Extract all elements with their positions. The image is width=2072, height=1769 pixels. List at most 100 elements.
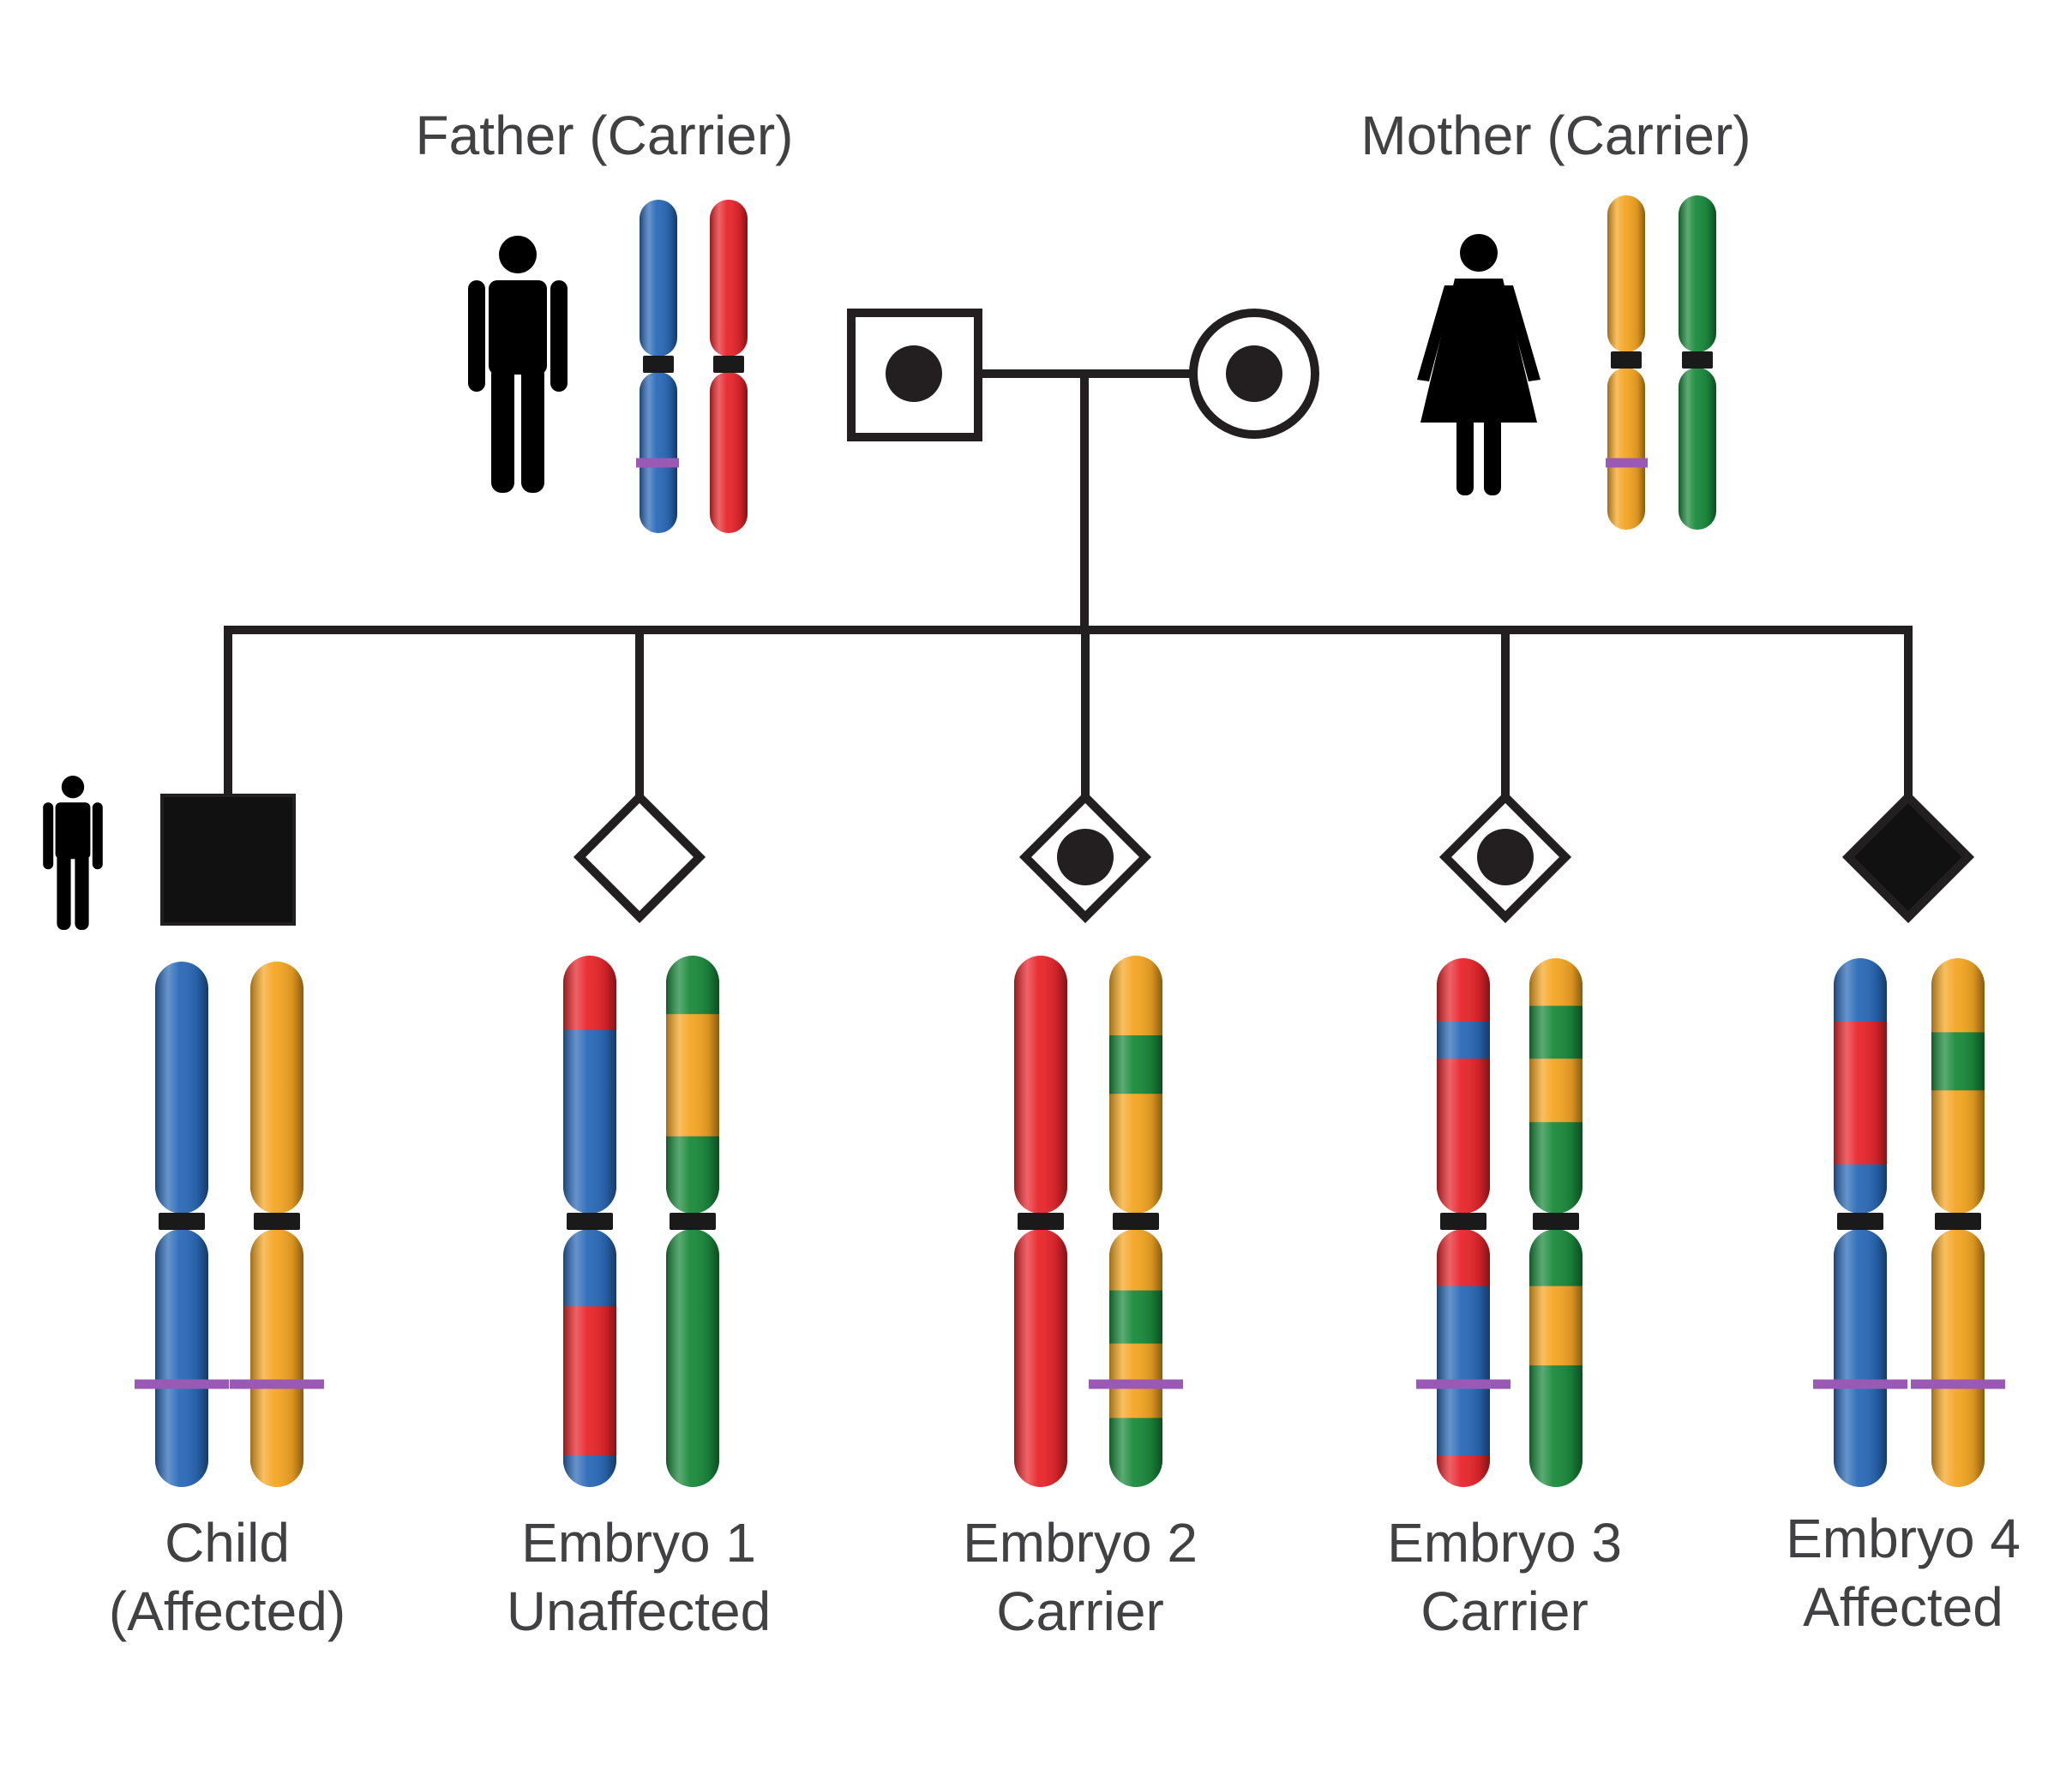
embryo3-chromosome-2-centromere — [1533, 1213, 1579, 1230]
embryo1-chromosome-1-arm-q — [563, 1229, 616, 1487]
father-person-icon-head — [499, 236, 537, 273]
child-label-line2: (Affected) — [108, 1580, 346, 1642]
embryo2-label-line1: Embryo 2 — [963, 1512, 1198, 1574]
child-chromosome-1-arm-q — [155, 1229, 208, 1487]
father-person-icon-torso — [489, 280, 547, 375]
father-chromosome-2-arm-p — [710, 200, 748, 357]
embryo2-chromosome-1-shading — [1014, 1229, 1067, 1487]
father-square-symbol — [847, 309, 982, 441]
embryo1-chromosome-1-shading — [563, 956, 616, 1214]
mother-chromosome-2-shading — [1679, 195, 1716, 352]
mother-chromosome-1-arm-p — [1607, 195, 1645, 352]
child-square-symbol — [160, 794, 296, 926]
father-person-icon — [468, 236, 568, 493]
child-chromosome-2-shading — [250, 1229, 303, 1487]
mother-chromosome-2 — [1679, 195, 1716, 530]
mother-person-icon-leg-left — [1456, 414, 1474, 495]
embryo1-chromosome-2-arm-q — [666, 1229, 719, 1487]
mother-chromosome-1-shading — [1607, 195, 1645, 352]
embryo2-chromosome-2-centromere — [1113, 1213, 1159, 1230]
mother-chromosome-2-shading — [1679, 368, 1716, 530]
embryo3-chromosome-2-shading — [1529, 1229, 1583, 1487]
child-person-icon-head — [61, 776, 85, 799]
child-chromosome-2-arm-p — [250, 962, 303, 1214]
father-person-icon-arm-right — [550, 280, 568, 392]
embryo4-chromosome-1-shading — [1834, 1229, 1887, 1487]
embryo3-chromosome-2-shading — [1529, 958, 1583, 1214]
embryo1-label-line2: Unaffected — [506, 1580, 772, 1642]
father-chromosome-2-shading — [710, 372, 748, 533]
child-person-icon — [43, 776, 103, 930]
embryo4-chromosome-2-arm-q — [1931, 1229, 1985, 1487]
father-chromosome-1-arm-p — [640, 200, 677, 357]
embryo3-chromosome-1-shading — [1437, 958, 1490, 1214]
mother-person-icon-head — [1460, 234, 1498, 272]
embryo2-label-line2: Carrier — [996, 1580, 1164, 1642]
father-chromosome-1-shading — [640, 200, 677, 357]
embryo3-carrier-dot — [1477, 829, 1534, 885]
mother-carrier-dot — [1226, 345, 1282, 402]
father-chromosome-1-arm-q — [640, 372, 677, 533]
embryo4-chromosome-1-centromere — [1837, 1213, 1883, 1230]
father-chromosome-1-centromere — [643, 356, 674, 373]
child-chromosome-1-arm-p — [155, 962, 208, 1214]
mother-chromosome-1-shading — [1607, 368, 1645, 530]
child-person-icon-arm-left — [43, 802, 54, 870]
embryo2-chromosome-1-arm-p — [1014, 956, 1067, 1214]
embryo2-chromosome-2-arm-p — [1109, 956, 1162, 1214]
child-chromosome-1 — [155, 962, 208, 1487]
embryo1-chromosome-1-arm-p — [563, 956, 616, 1214]
embryo3-chromosome-1-shading — [1437, 1229, 1490, 1487]
child-chromosome-2-shading — [250, 962, 303, 1214]
embryo4-chromosome-2-shading — [1931, 1229, 1985, 1487]
embryo4-chromosome-2-arm-p — [1931, 958, 1985, 1214]
embryo1-chromosome-1 — [563, 956, 616, 1487]
embryo2-chromosome-1-arm-q — [1014, 1229, 1067, 1487]
embryo2-chromosome-1 — [1014, 956, 1067, 1487]
embryo2-chromosome-2 — [1109, 956, 1162, 1487]
child-chromosome-2-arm-q — [250, 1229, 303, 1487]
father-chromosome-1-shading — [640, 372, 677, 533]
embryo4-chromosome-1 — [1834, 958, 1887, 1487]
embryo4-chromosome-1-arm-q — [1834, 1229, 1887, 1487]
embryo4-chromosome-2 — [1931, 958, 1985, 1487]
embryo3-chromosome-1 — [1437, 958, 1490, 1487]
mother-person-icon-arm-right — [1503, 285, 1540, 381]
mother-person-icon-dress — [1420, 279, 1537, 423]
child-person-icon-arm-right — [92, 802, 103, 870]
child-chromosome-2 — [250, 962, 303, 1487]
embryo3-chromosome-2 — [1529, 958, 1583, 1487]
embryo3-label-line2: Carrier — [1420, 1580, 1589, 1642]
embryo1-label-line1: Embryo 1 — [521, 1512, 756, 1574]
mother-chromosome-2-centromere — [1682, 351, 1713, 369]
embryo3-label-line1: Embryo 3 — [1387, 1512, 1622, 1574]
embryo1-chromosome-1-shading — [563, 1229, 616, 1487]
mother-label: Mother (Carrier) — [1360, 105, 1751, 166]
father-person-icon-leg-left — [491, 364, 514, 493]
embryo4-label-line1: Embryo 4 — [1786, 1508, 2021, 1569]
mother-person-icon-arm-left — [1417, 285, 1455, 381]
child-person-icon-leg-left — [57, 853, 71, 930]
mother-chromosome-1-centromere — [1611, 351, 1642, 369]
embryo4-chromosome-2-centromere — [1935, 1213, 1981, 1230]
embryo1-chromosome-2 — [666, 956, 719, 1487]
embryo4-diamond-symbol — [1841, 790, 1975, 924]
mother-chromosome-2-arm-q — [1679, 368, 1716, 530]
father-carrier-dot — [886, 345, 942, 402]
father-chromosome-2-arm-q — [710, 372, 748, 533]
child-person-icon-torso — [55, 802, 91, 860]
child-chromosome-1-shading — [155, 1229, 208, 1487]
mother-chromosome-2-arm-p — [1679, 195, 1716, 352]
child-chromosome-2-centromere — [254, 1213, 300, 1230]
embryo4-chromosome-1-shading — [1834, 958, 1887, 1214]
embryo2-carrier-dot — [1057, 829, 1114, 885]
child-chromosome-1-centromere — [159, 1213, 205, 1230]
embryo2-chromosome-2-shading — [1109, 1229, 1162, 1487]
embryo2-chromosome-1-centromere — [1018, 1213, 1064, 1230]
father-chromosome-1 — [640, 200, 677, 533]
embryo1-chromosome-1-centromere — [567, 1213, 613, 1230]
father-person-icon-leg-right — [521, 364, 544, 493]
father-person-icon-arm-left — [468, 280, 485, 392]
mother-circle-symbol — [1189, 309, 1319, 439]
